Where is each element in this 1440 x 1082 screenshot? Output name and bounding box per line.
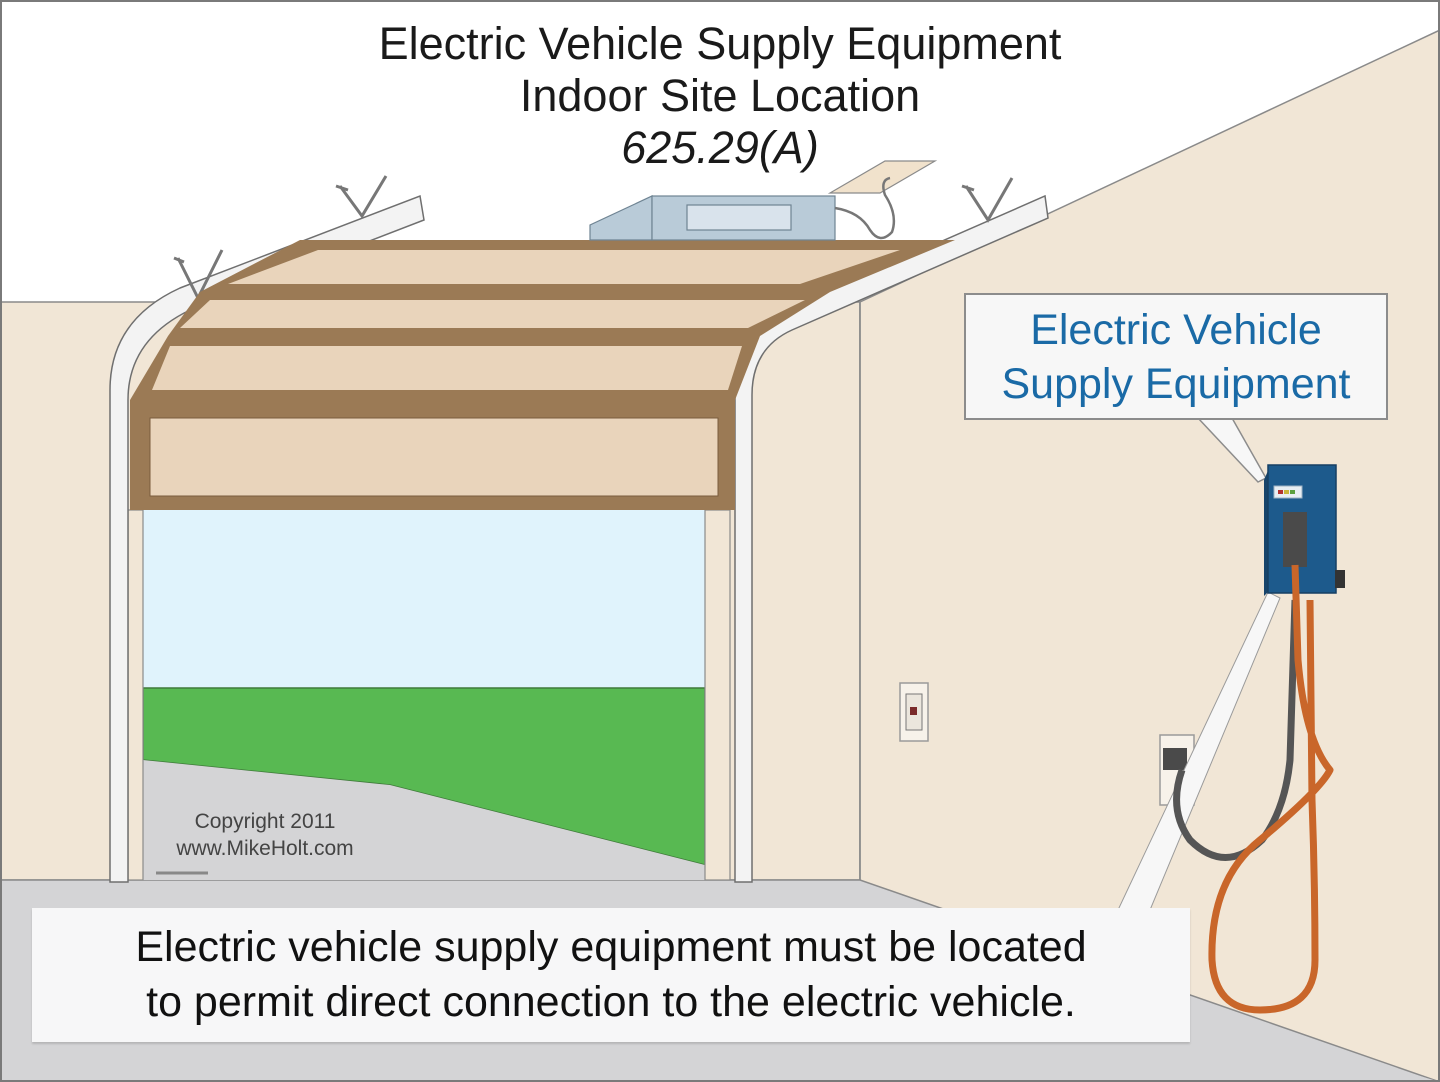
caption-box: Electric vehicle supply equipment must b… [32, 908, 1190, 1042]
diagram-title: Electric Vehicle Supply Equipment Indoor… [0, 18, 1440, 174]
evse-led-red [1278, 490, 1283, 494]
floor-right [1200, 1010, 1440, 1082]
door-panel-bottom-inset [149, 417, 719, 497]
right-jamb [704, 509, 731, 881]
charging-cable [1208, 564, 1334, 1014]
ceiling-receptacle [827, 160, 938, 194]
code-reference: 625.29(A) [621, 122, 819, 173]
door-panel-3-inset [152, 346, 742, 390]
gfci-button [910, 707, 917, 715]
caption-line-2: to permit direct connection to the elect… [146, 978, 1076, 1026]
callout-line-1: Electric Vehicle [1030, 306, 1322, 354]
evse-led-green [1290, 490, 1295, 494]
door-opener-lens [686, 204, 792, 231]
door-panel-2-inset [180, 300, 805, 328]
gfci-receptacle [899, 682, 929, 742]
copyright-notice: Copyright 2011 www.MikeHolt.com [150, 808, 380, 862]
title-line-2: Indoor Site Location [519, 70, 921, 121]
track-hanger [335, 175, 388, 219]
opener-cord [834, 176, 896, 240]
copyright-line: Copyright 2011 [194, 810, 336, 833]
door-panel-top-inset [228, 250, 900, 284]
evse-callout: Electric Vehicle Supply Equipment [964, 293, 1388, 420]
track-hanger [961, 177, 1014, 223]
sky [143, 510, 705, 690]
evse-led-yellow [1284, 490, 1289, 494]
supply-cord [1173, 599, 1299, 861]
evse-holster [1283, 512, 1307, 567]
evse-side-bracket [1335, 570, 1345, 588]
copyright-url: www.MikeHolt.com [176, 837, 354, 860]
left-jamb [127, 509, 144, 881]
title-line-1: Electric Vehicle Supply Equipment [378, 18, 1062, 69]
callout-line-2: Supply Equipment [1001, 360, 1351, 408]
left-door-track [109, 194, 425, 883]
caption-line-1: Electric vehicle supply equipment must b… [135, 923, 1087, 971]
evse-plug [1163, 748, 1187, 770]
driveway [143, 760, 705, 880]
